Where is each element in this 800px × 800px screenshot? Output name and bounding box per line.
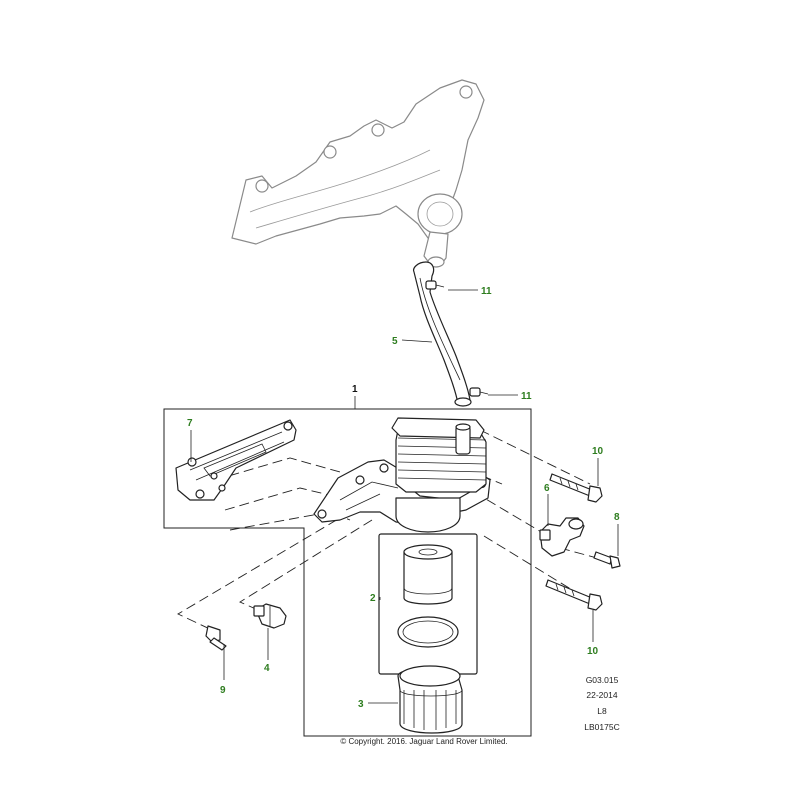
- callout-7: 7: [187, 418, 193, 429]
- hose-clip-lower: [469, 387, 489, 397]
- callout-3: 3: [358, 699, 364, 710]
- callout-10-lower: 10: [587, 646, 599, 657]
- bolt-bracket: [205, 625, 227, 651]
- reference-model: L8: [597, 706, 607, 716]
- callout-1: 1: [352, 384, 358, 395]
- callout-10-upper: 10: [592, 446, 604, 457]
- oil-filter-cap: [397, 665, 463, 734]
- manifold-ghost: [231, 79, 485, 268]
- oil-filter-element: [378, 533, 478, 675]
- reference-block: G03.015 22-2014 L8 LB0175C: [584, 675, 619, 732]
- gasket-plate: [175, 419, 297, 501]
- callout-11-lower: 11: [521, 391, 532, 402]
- bolt-lower: [545, 579, 603, 611]
- copyright-notice: © Copyright. 2016. Jaguar Land Rover Lim…: [340, 737, 507, 746]
- coolant-union: [539, 517, 585, 557]
- bolt-upper: [549, 473, 603, 503]
- coolant-hose: [413, 261, 472, 407]
- callout-9: 9: [220, 685, 226, 696]
- reference-code: G03.015: [586, 675, 619, 685]
- callout-11-upper: 11: [481, 286, 492, 297]
- reference-date: 22-2014: [586, 690, 617, 700]
- assembly-frame: [163, 408, 532, 737]
- bolt-small: [593, 551, 621, 569]
- oil-pressure-switch: [253, 603, 287, 629]
- callout-5: 5: [392, 336, 398, 347]
- callout-2: 2: [370, 593, 376, 604]
- oil-filter-housing: [313, 417, 491, 533]
- callout-6: 6: [544, 483, 550, 494]
- callout-8: 8: [614, 512, 620, 523]
- leader-lines: [190, 289, 619, 704]
- hose-clip-upper: [425, 280, 445, 290]
- reference-illustration-id: LB0175C: [584, 722, 619, 732]
- callout-4: 4: [264, 663, 270, 674]
